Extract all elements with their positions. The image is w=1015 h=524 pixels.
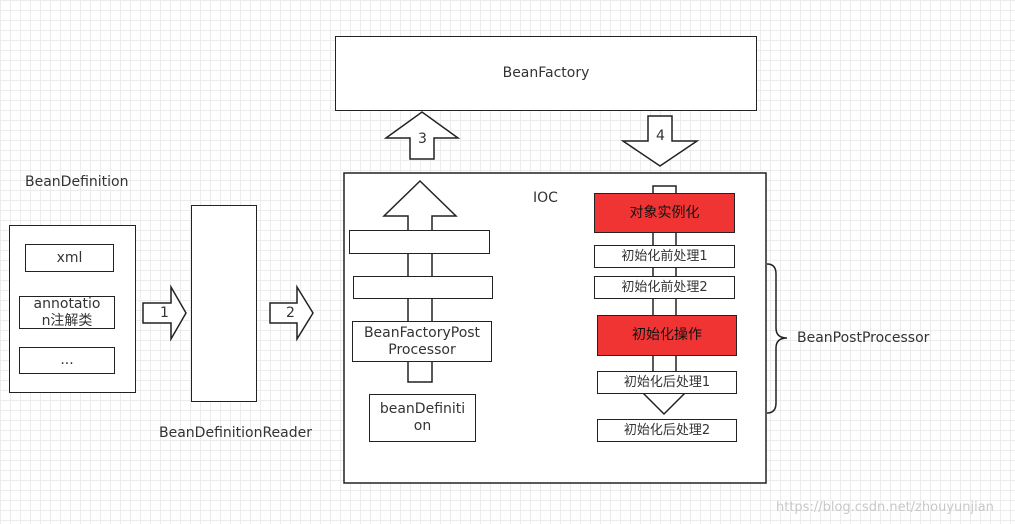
arrow-1-right bbox=[142, 284, 187, 342]
bean-factory-box: BeanFactory bbox=[335, 36, 757, 111]
source-more-box: ... bbox=[19, 347, 115, 374]
arrow-3-up bbox=[383, 111, 461, 160]
post-init-1-box: 初始化后处理1 bbox=[597, 371, 737, 394]
post-init-2-box: 初始化后处理2 bbox=[597, 419, 737, 442]
pre-init-2-label: 初始化前处理2 bbox=[621, 280, 708, 295]
source-more-label: ... bbox=[60, 352, 74, 368]
post-init-1-label: 初始化后处理1 bbox=[623, 375, 711, 390]
post-init-2-label: 初始化后处理2 bbox=[623, 423, 711, 438]
arrow-1-label: 1 bbox=[160, 305, 169, 321]
bean-definition-label: beanDefiniti on bbox=[379, 401, 466, 434]
bean-post-processor-brace bbox=[766, 263, 788, 414]
arrow-3-label: 3 bbox=[418, 131, 427, 147]
instantiate-label: 对象实例化 bbox=[629, 204, 700, 221]
ioc-left-empty-box-1 bbox=[349, 230, 490, 254]
source-annotation-box: annotatio n注解类 bbox=[19, 296, 115, 329]
init-box: 初始化操作 bbox=[597, 315, 737, 356]
bean-factory-post-processor-box: BeanFactoryPost Processor bbox=[352, 321, 492, 362]
bean-definition-title: BeanDefinition bbox=[25, 174, 129, 190]
bean-definition-reader-label: BeanDefinitionReader bbox=[159, 425, 313, 441]
watermark: https://blog.csdn.net/zhouyunjian bbox=[776, 500, 994, 515]
pre-init-1-box: 初始化前处理1 bbox=[594, 245, 735, 268]
source-xml-box: xml bbox=[25, 244, 114, 272]
bean-definition-box: beanDefiniti on bbox=[369, 394, 476, 442]
ioc-left-empty-box-2 bbox=[353, 276, 493, 299]
bean-post-processor-label: BeanPostProcessor bbox=[797, 330, 930, 346]
pre-init-2-box: 初始化前处理2 bbox=[594, 276, 735, 299]
pre-init-1-label: 初始化前处理1 bbox=[621, 249, 708, 264]
bean-factory-label: BeanFactory bbox=[502, 65, 590, 81]
instantiate-box: 对象实例化 bbox=[594, 193, 735, 233]
arrow-4-label: 4 bbox=[656, 128, 665, 144]
ioc-label: IOC bbox=[533, 190, 558, 206]
bean-definition-reader-box bbox=[191, 205, 257, 402]
arrow-2-right bbox=[269, 284, 314, 342]
arrow-4-down bbox=[620, 115, 700, 167]
init-label: 初始化操作 bbox=[632, 327, 702, 343]
source-xml-label: xml bbox=[56, 249, 83, 266]
source-annotation-label: annotatio n注解类 bbox=[33, 295, 101, 329]
arrow-2-label: 2 bbox=[286, 305, 295, 321]
bean-factory-post-processor-label: BeanFactoryPost Processor bbox=[363, 324, 481, 358]
